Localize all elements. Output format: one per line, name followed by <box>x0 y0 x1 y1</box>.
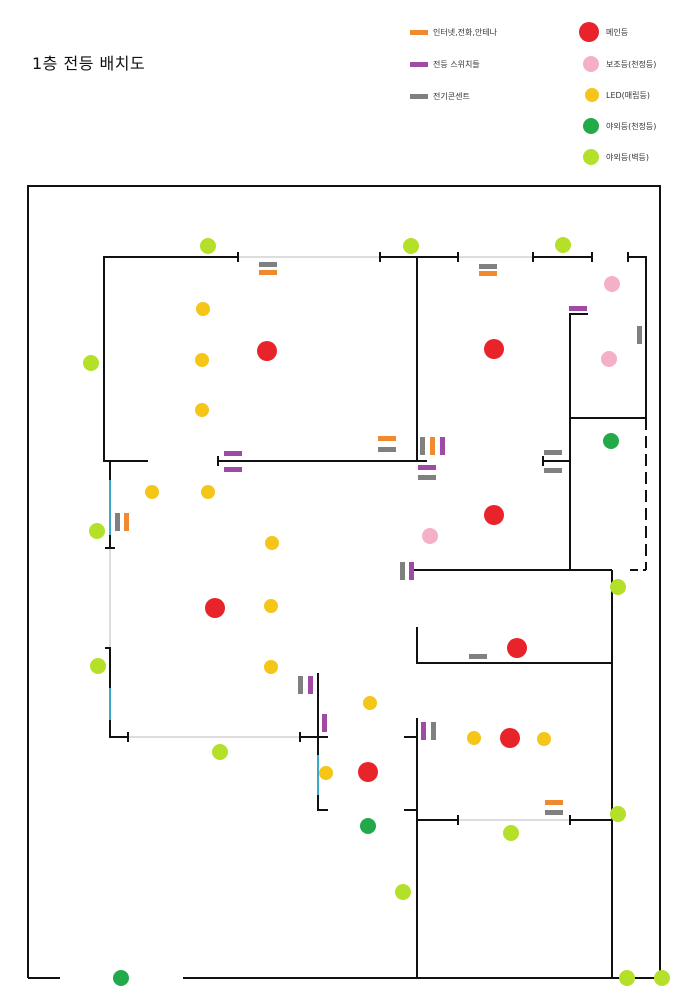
outdoor-wall-light-4 <box>83 355 99 371</box>
network-outlet-19 <box>124 513 129 531</box>
main-light-19 <box>484 505 504 525</box>
led-light-38 <box>537 732 551 746</box>
windows <box>109 480 319 795</box>
outlet-27 <box>431 722 436 740</box>
outlet-29 <box>545 810 563 815</box>
led-light-36 <box>319 766 333 780</box>
fixtures <box>115 262 642 815</box>
outlet-8 <box>378 447 396 452</box>
legend-label-main-light: 메인등 <box>606 27 628 37</box>
outlet-20 <box>400 562 405 580</box>
network-outlet-7 <box>378 436 396 441</box>
legend-label-outdoor-wall: 야외등(벽등) <box>606 152 649 162</box>
legend-label-switch: 전등 스위치들 <box>433 59 480 69</box>
switch-24 <box>308 676 313 694</box>
outdoor-wall-light-6 <box>90 658 106 674</box>
led-light-34 <box>264 660 278 674</box>
outdoor-wall-light-13 <box>654 970 670 986</box>
switch-26 <box>421 722 426 740</box>
legend-dot-led <box>585 88 599 102</box>
outlet-6 <box>637 326 642 344</box>
switch-12 <box>224 451 242 456</box>
network-outlet-10 <box>430 437 435 455</box>
outlet-18 <box>115 513 120 531</box>
led-light-37 <box>467 731 481 745</box>
switch-13 <box>224 467 242 472</box>
outdoor-wall-light-10 <box>610 579 626 595</box>
legend-swatch-outlet <box>410 94 428 99</box>
led-light-27 <box>196 302 210 316</box>
main-light-18 <box>484 339 504 359</box>
switch-14 <box>418 465 436 470</box>
outdoor-ceiling-light-14 <box>603 433 619 449</box>
main-light-17 <box>257 341 277 361</box>
network-outlet-2 <box>259 270 277 275</box>
outdoor-ceiling-light-15 <box>360 818 376 834</box>
outdoor-wall-light-12 <box>619 970 635 986</box>
thin-lines <box>109 256 570 821</box>
led-light-31 <box>201 485 215 499</box>
legend: 인터넷,전화,안테나 전등 스위치들 전기콘센트 메인등 보조등(천정등) LE… <box>410 22 656 165</box>
legend-dot-outdoor-wall <box>583 149 599 165</box>
led-light-32 <box>265 536 279 550</box>
page-title: 1층 전등 배치도 <box>32 54 146 73</box>
switch-11 <box>440 437 445 455</box>
main-light-21 <box>507 638 527 658</box>
led-light-30 <box>145 485 159 499</box>
outdoor-wall-light-2 <box>403 238 419 254</box>
legend-dot-main-light <box>579 22 599 42</box>
outdoor-wall-light-1 <box>200 238 216 254</box>
legend-dot-aux-light <box>583 56 599 72</box>
led-light-33 <box>264 599 278 613</box>
legend-label-outdoor-ceiling: 야외등(천정등) <box>606 121 656 131</box>
lights <box>83 237 670 986</box>
main-light-20 <box>205 598 225 618</box>
outlet-15 <box>418 475 436 480</box>
outlet-23 <box>298 676 303 694</box>
outlet-9 <box>420 437 425 455</box>
main-light-23 <box>358 762 378 782</box>
aux-light-26 <box>422 528 438 544</box>
aux-light-24 <box>604 276 620 292</box>
outlet-17 <box>544 468 562 473</box>
led-light-29 <box>195 403 209 417</box>
led-light-35 <box>363 696 377 710</box>
aux-light-25 <box>601 351 617 367</box>
legend-label-outlet: 전기콘센트 <box>433 91 470 101</box>
legend-swatch-switch <box>410 62 428 67</box>
outdoor-ceiling-light-16 <box>113 970 129 986</box>
legend-label-aux-light: 보조등(천정등) <box>606 59 656 69</box>
led-light-28 <box>195 353 209 367</box>
outdoor-wall-light-5 <box>89 523 105 539</box>
outdoor-wall-light-11 <box>610 806 626 822</box>
walls <box>103 252 647 978</box>
outdoor-wall-light-9 <box>503 825 519 841</box>
network-outlet-28 <box>545 800 563 805</box>
outlet-3 <box>479 264 497 269</box>
legend-label-led: LED(매립등) <box>606 91 650 100</box>
switch-25 <box>322 714 327 732</box>
outlet-22 <box>469 654 487 659</box>
legend-label-network: 인터넷,전화,안테나 <box>433 27 498 37</box>
main-light-22 <box>500 728 520 748</box>
network-outlet-4 <box>479 271 497 276</box>
switch-21 <box>409 562 414 580</box>
switch-5 <box>569 306 587 311</box>
legend-swatch-network <box>410 30 428 35</box>
outdoor-wall-light-3 <box>555 237 571 253</box>
legend-dot-outdoor-ceiling <box>583 118 599 134</box>
outlet-1 <box>259 262 277 267</box>
outdoor-wall-light-8 <box>395 884 411 900</box>
outdoor-wall-light-7 <box>212 744 228 760</box>
outlet-16 <box>544 450 562 455</box>
outer-boundary <box>27 185 661 979</box>
